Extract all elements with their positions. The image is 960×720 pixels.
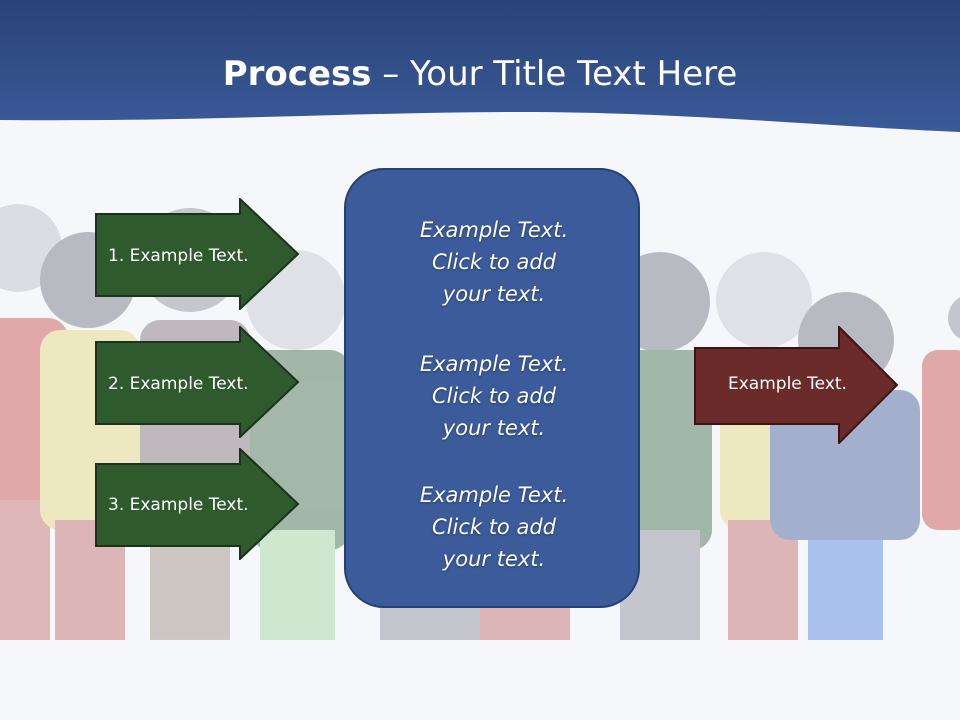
step-1-label: 1. Example Text.: [108, 246, 249, 266]
title-rest: – Your Title Text Here: [371, 54, 738, 94]
title-bold: Process: [222, 54, 372, 94]
step-arrow-2: [95, 326, 300, 438]
step-2-label: 2. Example Text.: [108, 374, 249, 394]
step-arrow-1: [95, 198, 300, 310]
center-text-3: Example Text. Click to add your text.: [419, 483, 569, 571]
center-text-1: Example Text. Click to add your text.: [419, 218, 569, 306]
center-text-2: Example Text. Click to add your text.: [419, 352, 569, 440]
center-process-box: Example Text. Click to add your text. Ex…: [344, 168, 640, 608]
step-3-label: 3. Example Text.: [108, 495, 249, 515]
output-arrow: [694, 326, 899, 444]
header-banner: [0, 0, 960, 132]
page-title: Process – Your Title Text Here: [0, 52, 960, 96]
step-arrow-3: [95, 448, 300, 560]
output-label: Example Text.: [728, 374, 847, 394]
